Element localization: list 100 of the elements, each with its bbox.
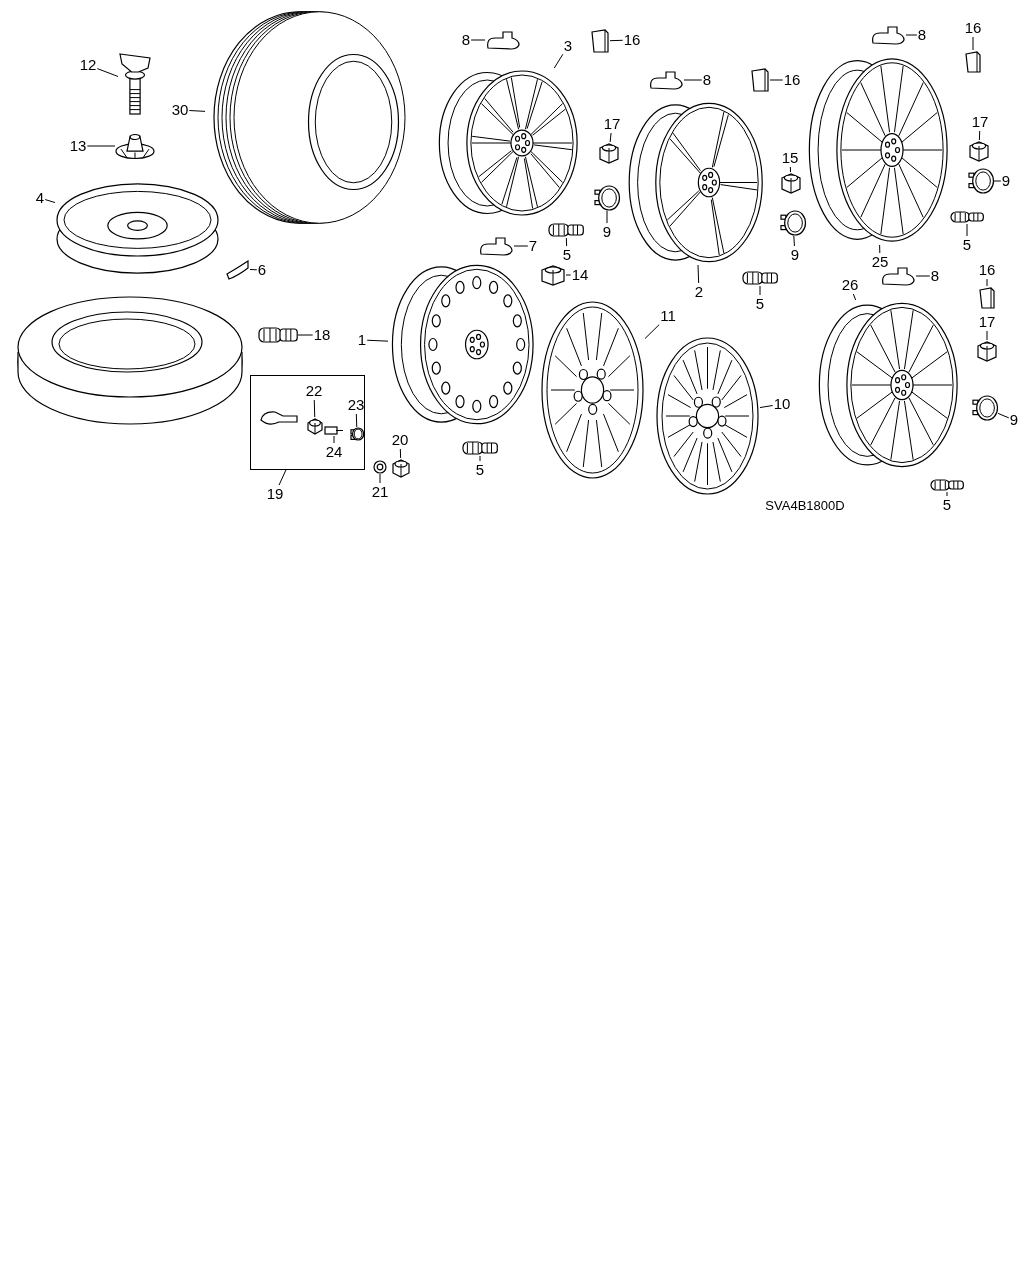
leader-line xyxy=(470,39,486,41)
wheel-nut-drawing xyxy=(968,140,990,162)
leader-line xyxy=(905,34,918,36)
leader-line xyxy=(479,455,481,462)
leader-line xyxy=(355,413,358,428)
callout-number: 17 xyxy=(978,314,996,330)
wheel-nut-drawing xyxy=(598,142,620,164)
balance-weight-drawing xyxy=(648,70,684,90)
leader-line xyxy=(366,339,389,342)
callout-number: 4 xyxy=(35,190,45,206)
callout-number: 8 xyxy=(702,72,712,88)
center-cap-drawing xyxy=(972,395,998,421)
callout-number: 22 xyxy=(305,383,323,399)
callout-number: 21 xyxy=(371,484,389,500)
callout-number: 9 xyxy=(790,247,800,263)
callout-number: 5 xyxy=(755,296,765,312)
callout-number: 10 xyxy=(773,396,791,412)
callout-number: 17 xyxy=(971,114,989,130)
valve-drawing xyxy=(930,478,964,492)
center-cap-drawing xyxy=(350,427,364,441)
callout-number: 5 xyxy=(962,237,972,253)
callout-number: 18 xyxy=(313,327,331,343)
leader-line xyxy=(606,210,608,224)
wheel-cover-drawing xyxy=(655,336,760,496)
callout-number: 26 xyxy=(841,277,859,293)
leader-line xyxy=(333,435,335,444)
leader-line xyxy=(553,53,564,69)
callout-number: 8 xyxy=(917,27,927,43)
leader-line xyxy=(379,473,381,484)
callout-number: 20 xyxy=(391,432,409,448)
callout-number: 7 xyxy=(528,238,538,254)
leader-line xyxy=(188,110,206,112)
leader-line xyxy=(96,68,119,77)
callout-number: 11 xyxy=(660,308,676,324)
wheel-nut-drawing xyxy=(540,264,566,286)
drawing-code: SVA4B1800D xyxy=(765,497,845,513)
callout-number: 16 xyxy=(623,32,641,48)
callout-number: 14 xyxy=(571,267,589,283)
callout-number: 9 xyxy=(602,224,612,240)
callout-number: 9 xyxy=(1001,173,1011,189)
weight-clip-drawing xyxy=(750,67,770,93)
leader-line xyxy=(683,79,703,81)
callout-number: 24 xyxy=(325,444,343,460)
leader-line xyxy=(399,448,402,459)
leader-line xyxy=(86,145,116,147)
center-cap-drawing xyxy=(594,185,620,211)
leader-line xyxy=(879,244,881,254)
leader-line xyxy=(793,235,795,247)
wheel-nut-drawing xyxy=(306,417,324,435)
callout-number: 23 xyxy=(347,397,365,413)
valve-core-drawing xyxy=(324,425,344,436)
callout-number: 16 xyxy=(964,20,982,36)
weight-clip-drawing xyxy=(964,50,982,74)
leader-line xyxy=(993,180,1002,182)
valve-drawing xyxy=(742,270,778,286)
leader-line xyxy=(946,491,948,497)
leader-line xyxy=(513,245,529,247)
leader-line xyxy=(697,264,700,284)
leader-line xyxy=(297,334,314,336)
callout-number: 6 xyxy=(257,262,267,278)
leader-line xyxy=(915,275,931,277)
kit-bracket-frame xyxy=(250,375,365,470)
leader-line xyxy=(789,166,792,173)
valve-drawing xyxy=(950,210,984,224)
valve-stem-drawing xyxy=(118,50,152,116)
wheel-cover-drawing xyxy=(540,300,645,480)
weight-clip-drawing xyxy=(590,28,610,54)
leader-line xyxy=(972,36,974,51)
wheel-nut-drawing xyxy=(976,340,998,362)
leader-line xyxy=(997,412,1010,419)
grommet-drawing xyxy=(115,133,155,159)
callout-number: 12 xyxy=(79,57,97,73)
leader-line xyxy=(313,399,316,418)
wheel-nut-drawing xyxy=(780,172,802,194)
leader-line xyxy=(565,274,572,276)
leader-line xyxy=(852,293,857,301)
valve-drawing xyxy=(462,440,498,456)
callout-number: 25 xyxy=(871,254,889,270)
callout-number: 19 xyxy=(266,486,284,502)
callout-number: 1 xyxy=(357,332,367,348)
leader-line xyxy=(769,79,784,81)
leader-line xyxy=(609,132,612,143)
leader-line xyxy=(249,269,258,271)
leader-line xyxy=(44,199,56,204)
callout-number: 8 xyxy=(930,268,940,284)
leader-line xyxy=(978,130,981,141)
balance-weight-drawing xyxy=(880,266,916,286)
spare-wheel-drawing xyxy=(55,180,220,275)
callout-number: 15 xyxy=(781,150,799,166)
balance-weight-drawing xyxy=(485,30,521,50)
balance-weight-drawing xyxy=(478,236,514,256)
weight-clip-drawing xyxy=(978,286,996,310)
callout-number: 5 xyxy=(562,247,572,263)
leader-line xyxy=(759,405,774,409)
wheel-weight-drawing xyxy=(225,258,250,280)
washer-drawing xyxy=(373,460,387,474)
valve-drawing xyxy=(548,222,584,238)
callout-number: 16 xyxy=(978,262,996,278)
leader-line xyxy=(986,330,988,341)
leader-line xyxy=(966,223,968,237)
